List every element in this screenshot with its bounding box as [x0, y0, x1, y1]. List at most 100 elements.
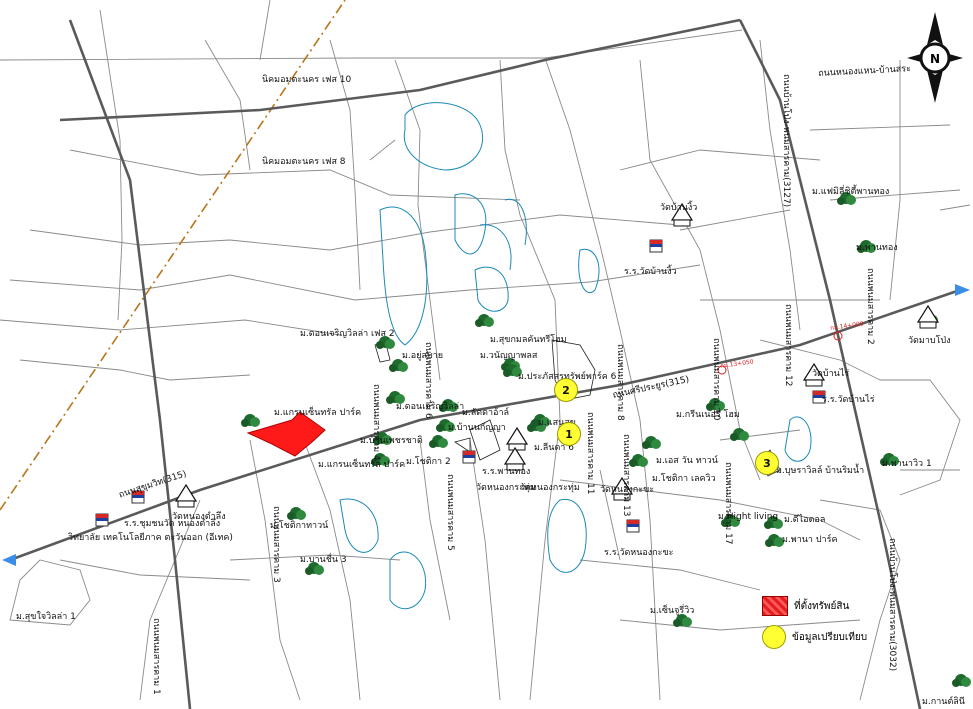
place-label: ม.โชติกา 2 [406, 457, 451, 467]
place-label: ม.ดอนเจริญวิลล่า เฟส 2 [300, 329, 395, 339]
school-icon [812, 390, 826, 404]
place-label: ม.สุขใจวิลล่า 1 [16, 612, 76, 622]
tree-icon [503, 364, 522, 377]
place-label: ม.บานชื่น 3 [300, 555, 347, 565]
tree-icon [439, 399, 458, 412]
legend-comparable: ข้อมูลเปรียบเทียบ [762, 625, 867, 649]
road-label: ถนนพนมสารคาม 13 [621, 434, 631, 517]
place-label: ม.บุษราวิลล์ บ้านริมน้ำ [776, 466, 865, 476]
tree-icon [952, 674, 971, 687]
tree-icon [837, 192, 856, 205]
place-label: ม.เอส วัน ทาวน์ [656, 456, 718, 466]
place-label: ม.โชติกาทาวน์ [270, 521, 329, 531]
road-label: ถนนพนมสารคาม 11 [585, 412, 595, 495]
subject-property-area [246, 411, 326, 457]
place-label: ม.ดอนเจริญวิลล่า [396, 402, 465, 412]
tree-icon [389, 359, 408, 372]
comparable-swatch-icon [762, 625, 786, 649]
road-label: ถนนพนมสารคาม 6 [423, 342, 433, 419]
temple-icon [802, 362, 826, 387]
legend-subject-label: ที่ตั้งทรัพย์สิน [794, 600, 850, 612]
place-label: ม.ประภัสสรทรัพย์พาร์ค 6 [518, 372, 617, 382]
place-label: วัดหนองตำลึง [172, 512, 226, 522]
tree-icon [386, 391, 405, 404]
subject-swatch-icon [762, 596, 788, 616]
tree-icon [765, 534, 784, 547]
school-icon [131, 490, 145, 504]
place-label: วิทยาลัย เทคโนโลยีภาค ตะวันออก (อีเทค) [68, 533, 233, 543]
tree-icon [287, 507, 306, 520]
place-label: นิคมอมตะนคร เฟส 10 [262, 75, 352, 85]
road-label: ถนนบ้านโป่ง-พนมสารคาม(3032) [887, 538, 897, 672]
tree-icon [764, 516, 783, 529]
tree-icon [730, 428, 749, 441]
tree-icon [673, 614, 692, 627]
place-label: วัดหนองกระทุ่ม [476, 483, 536, 493]
temple-icon [505, 426, 529, 451]
road-label: ถนนพนมสารคาม 10 [711, 338, 721, 421]
place-label: ม.สุขกมลคันทรีโฮม [490, 335, 567, 345]
place-label: ม.แฟมิลี่ชิตี้พานทอง [812, 187, 890, 197]
km-marker-13 [717, 365, 727, 375]
place-label: ม.กรีนเนอรี่ โฮม [676, 410, 740, 420]
place-label: ร.ร.ชุมชนวัด หนองตำลึง [124, 519, 221, 529]
comparable-marker-3[interactable]: 3 [755, 451, 779, 475]
place-label: ม.พานทอง [856, 243, 898, 253]
legend-comparable-label: ข้อมูลเปรียบเทียบ [792, 631, 868, 643]
tree-icon [241, 414, 260, 427]
place-label: วัดบ้านงิ้ว [660, 203, 698, 213]
temple-icon [916, 304, 940, 329]
place-label: ม.วนัญญาพลส [480, 351, 538, 361]
tree-icon [376, 336, 395, 349]
place-label: ร.ร.วัดบ้านงิ้ว [624, 267, 677, 277]
tree-icon [706, 398, 725, 411]
km-marker-14 [833, 331, 843, 341]
place-label: ม.พานาวิว 1 [882, 459, 932, 469]
compass-rose-icon: N [907, 12, 963, 103]
place-label: ม.แกรนเซ็นทรัล ปาร์ค [274, 408, 362, 418]
place-label: ม.เซ็นจูรี่วิว [650, 606, 695, 616]
temple-icon [670, 202, 694, 227]
road-label: ถนนพนมสารคาม 12 [783, 304, 793, 387]
tree-icon [642, 436, 661, 449]
tree-icon [721, 514, 740, 527]
temple-icon [174, 483, 198, 508]
place-label: ม.แกรนเซ็นทรัล ปาร์ค [318, 460, 406, 470]
temple-icon [503, 446, 527, 471]
road-label: ถนนพนมสารคาม 8 [615, 344, 625, 421]
comparable-marker-1[interactable]: 1 [557, 422, 581, 446]
place-label: ม.บ้านนกัญญา [448, 423, 506, 433]
road-label: ถนนพนมสารคาม 5 [445, 474, 455, 551]
place-label: ม.กานต์ลินี [922, 697, 965, 707]
school-icon [95, 513, 109, 527]
place-label: ม.อยู่สบาย [402, 351, 444, 361]
east-arrow [955, 284, 970, 296]
place-label: วัดหนองกะขะ [600, 485, 655, 495]
compass: N [905, 10, 965, 105]
place-label: ม.ลีนดา 6 [534, 443, 574, 453]
school-icon [626, 519, 640, 533]
school-icon [649, 239, 663, 253]
place-label: ร.ร.วัดบ้านไร่ [822, 395, 875, 405]
tree-icon [629, 454, 648, 467]
tree-icon [880, 453, 899, 466]
tree-icon [436, 419, 455, 432]
legend-subject: ที่ตั้งทรัพย์สิน [762, 596, 849, 616]
comparable-marker-2[interactable]: 2 [554, 378, 578, 402]
tree-icon [475, 314, 494, 327]
road-label: ถนนพนมสารคาม 2 [865, 268, 875, 345]
place-label: นิคมอมตะนคร เฟส 8 [262, 157, 346, 167]
main-highways [9, 18, 961, 709]
place-label: ร.ร.พานทอง [482, 467, 531, 477]
tree-icon [371, 453, 390, 466]
place-label: ม.Hight living [718, 512, 779, 522]
place-label: ม.บ้านเพชรชาติ [360, 436, 423, 446]
tree-icon [305, 562, 324, 575]
temple-icon [610, 476, 634, 501]
road-label: ถนนบ้านโป่ง-พนมสารคาม(3127) [781, 74, 791, 208]
road-label: ถนนพนมสารคาม 1 [151, 618, 161, 695]
place-label: ม.แสนสุข [538, 418, 576, 428]
tree-icon [373, 432, 392, 445]
